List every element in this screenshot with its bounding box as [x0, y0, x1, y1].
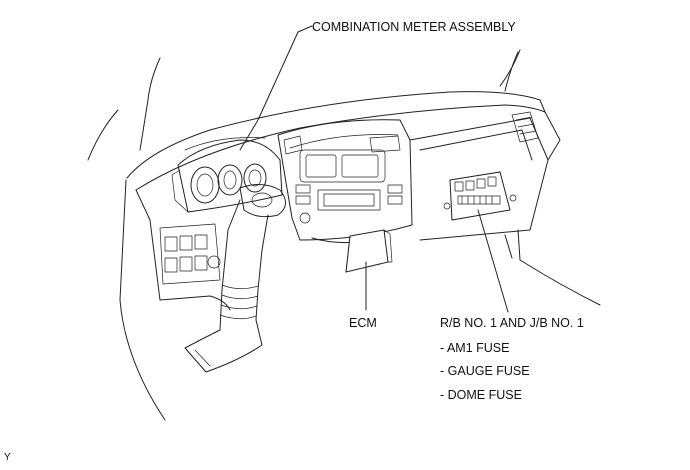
- rb-jb-label: R/B NO. 1 AND J/B NO. 1: [440, 316, 584, 330]
- ecm-unit: [345, 229, 393, 273]
- leader-lines: [239, 25, 509, 313]
- corner-code: Y: [4, 452, 11, 463]
- combination-meter: [171, 137, 283, 213]
- dome-fuse-label: - DOME FUSE: [440, 388, 522, 402]
- junction-block: [443, 171, 517, 221]
- gauge-fuse-label: - GAUGE FUSE: [440, 364, 530, 378]
- combination-meter-label: COMBINATION METER ASSEMBLY: [312, 20, 516, 34]
- center-stack: [277, 119, 413, 244]
- left-switch-panel: [159, 223, 221, 285]
- am1-fuse-label: - AM1 FUSE: [440, 341, 510, 355]
- left-door-edge: [87, 57, 166, 421]
- windshield-edge: [499, 49, 521, 92]
- ecm-label: ECM: [349, 316, 377, 330]
- steering-column: [184, 184, 286, 373]
